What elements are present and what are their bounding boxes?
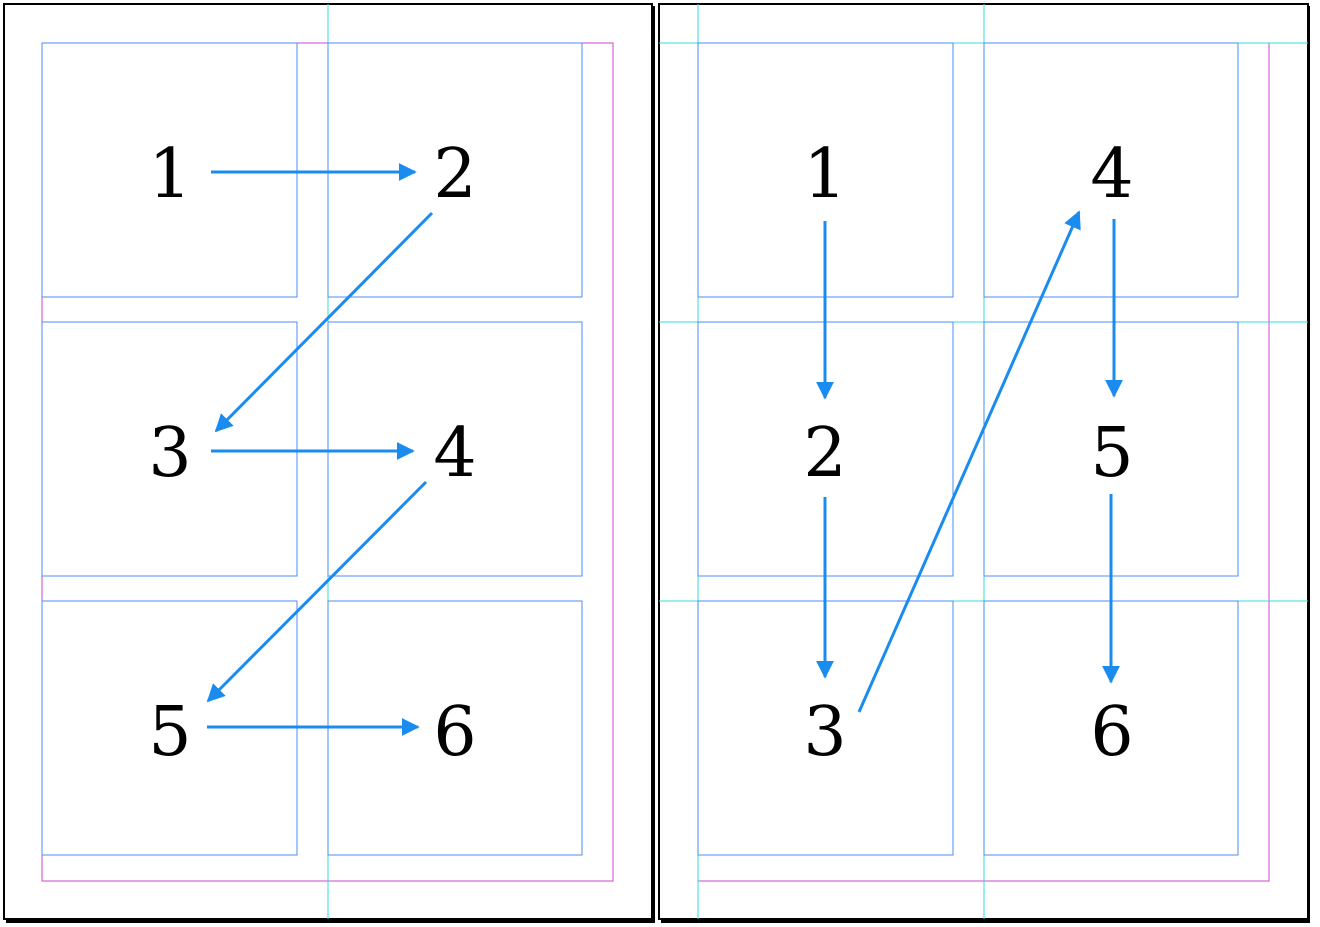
left-label-1: 1 — [148, 135, 191, 214]
left-page: 1 2 3 4 5 6 — [3, 3, 655, 923]
right-label-4: 4 — [1090, 135, 1133, 214]
left-label-3: 3 — [148, 414, 191, 493]
left-frame-4 — [327, 321, 583, 577]
left-label-5: 5 — [148, 693, 191, 772]
left-label-4: 4 — [433, 414, 476, 493]
right-page: 1 2 3 4 5 6 — [658, 3, 1310, 923]
right-arrow-3-to-4 — [857, 210, 1081, 713]
right-label-2: 2 — [803, 414, 846, 493]
right-label-1: 1 — [803, 135, 846, 214]
left-arrow-2-to-3 — [214, 211, 434, 433]
right-label-5: 5 — [1090, 414, 1133, 493]
left-frame-1 — [41, 42, 298, 298]
left-frame-2 — [327, 42, 583, 298]
left-label-2: 2 — [433, 135, 476, 214]
right-label-6: 6 — [1090, 693, 1133, 772]
right-label-3: 3 — [803, 693, 846, 772]
left-label-6: 6 — [433, 693, 476, 772]
right-frame-4 — [983, 42, 1239, 298]
left-frame-3 — [41, 321, 298, 577]
left-arrow-4-to-5 — [206, 480, 428, 703]
